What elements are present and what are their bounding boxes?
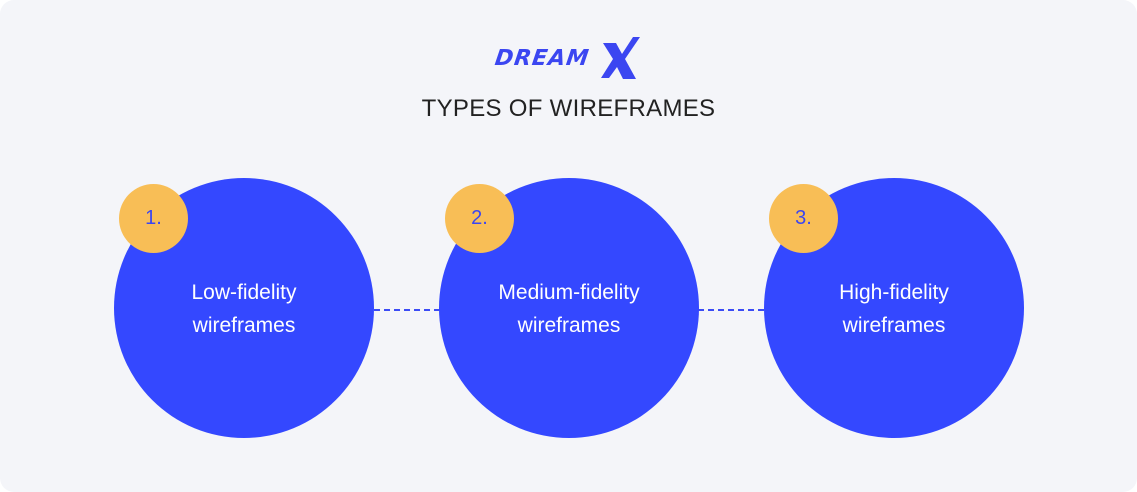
step-number-2: 2. xyxy=(471,207,488,229)
step-number-badge-1: 1. xyxy=(119,184,188,253)
step-label-high-fidelity: High-fidelity wireframes xyxy=(839,281,949,337)
page-title: TYPES OF WIREFRAMES xyxy=(421,95,716,122)
dreamx-logo-graphic xyxy=(601,37,640,79)
step-circle-high-fidelity: High-fidelity wireframes xyxy=(764,178,1024,438)
step-number-badge-3: 3. xyxy=(769,184,838,253)
logo-wordmark: DREAM xyxy=(493,46,591,71)
step-circle-medium-fidelity: Medium-fidelity wireframes xyxy=(439,178,699,438)
step-label-medium-fidelity: Medium-fidelity wireframes xyxy=(498,281,640,337)
step-label-low-fidelity: Low-fidelity wireframes xyxy=(191,281,297,337)
logo-x-mark xyxy=(601,37,640,79)
dashed-connector-2-3 xyxy=(698,309,764,311)
step-number-badge-2: 2. xyxy=(445,184,514,253)
dreamx-logo: DREAM xyxy=(493,37,645,79)
step-circle-low-fidelity: Low-fidelity wireframes xyxy=(114,178,374,438)
step-number-3: 3. xyxy=(795,207,812,229)
dashed-connector-1-2 xyxy=(374,309,440,311)
step-number-1: 1. xyxy=(145,207,162,229)
